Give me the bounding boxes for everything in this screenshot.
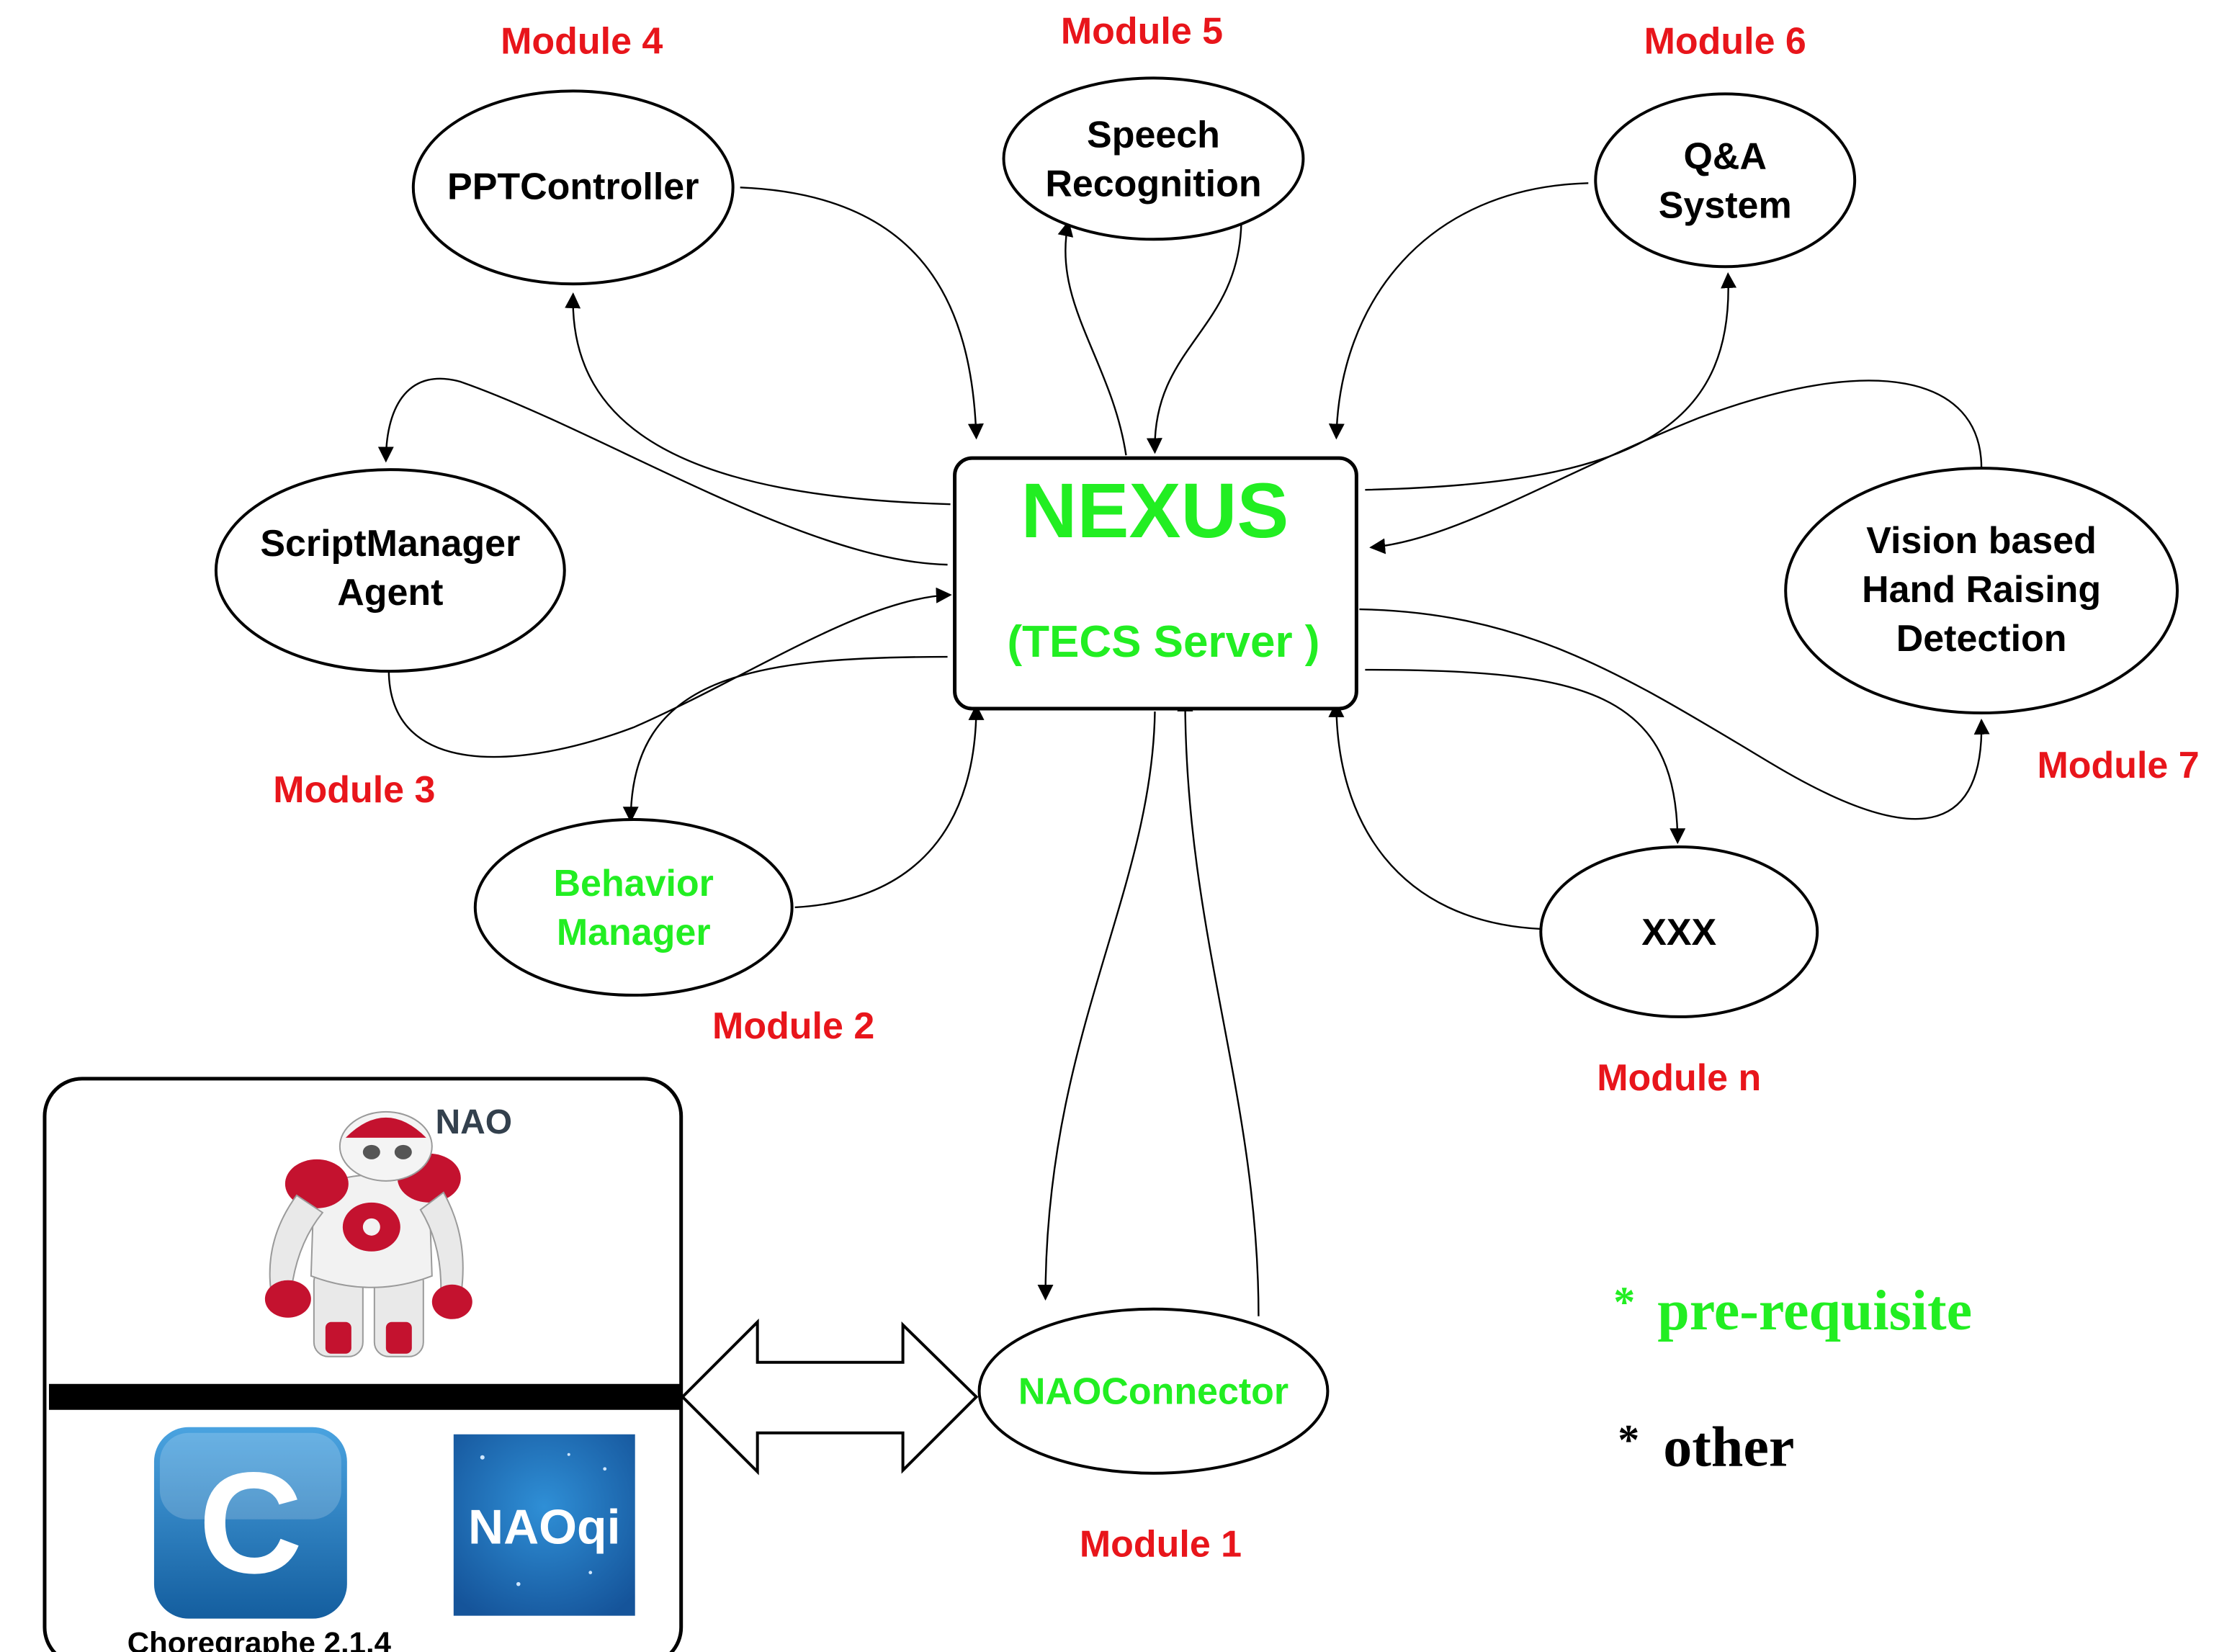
scriptmanager-module-tag: Module 3 <box>273 769 435 811</box>
arrow-scriptmanager-to-nexus <box>387 587 952 758</box>
arrow-ppt-to-nexus <box>740 187 984 440</box>
qa-node <box>1594 92 1857 269</box>
naoconnector-label: NAOConnector <box>1018 1371 1288 1413</box>
arrow-xxx-to-nexus <box>1328 701 1541 930</box>
xxx-node <box>1539 845 1819 1018</box>
arrow-nexus-to-scriptmanager <box>377 377 948 566</box>
double-arrow-robot-connector <box>680 1318 979 1476</box>
xxx-module-tag: Module n <box>1597 1057 1761 1099</box>
nexus-title: NEXUS <box>1021 467 1289 554</box>
robot-panel: NAO C Choregraphe 2.1.4 NAOqi <box>42 1077 684 1652</box>
nao-logo-text: NAO <box>435 1103 512 1141</box>
arrow-naoconnector-to-nexus <box>1177 695 1260 1316</box>
arrow-nexus-to-behavior <box>622 655 948 823</box>
speech-label-line2: Recognition <box>1045 163 1261 205</box>
naoconnector-node <box>977 1307 1330 1475</box>
choregraphe-app-icon: C <box>153 1427 347 1619</box>
arrow-nexus-to-speech <box>1057 220 1127 456</box>
nao-robot-image <box>264 1110 472 1357</box>
module-vision: Vision based Hand Raising Detection Modu… <box>1784 467 2200 786</box>
module-xxx: XXX Module n <box>1539 845 1819 1099</box>
arrow-nexus-to-xxx <box>1365 668 1686 845</box>
module-ppt: PPTController Module 4 <box>411 20 735 286</box>
ppt-module-tag: Module 4 <box>501 20 663 62</box>
legend-prerequisite-star: * <box>1613 1278 1635 1326</box>
vision-label-line2: Hand Raising <box>1862 569 2101 611</box>
module-naoconnector: NAOConnector Module 1 <box>977 1307 1330 1566</box>
xxx-label: XXX <box>1641 912 1716 953</box>
vision-label-line3: Detection <box>1896 618 2067 660</box>
arrow-speech-to-nexus <box>1146 223 1242 454</box>
behavior-node <box>473 818 794 997</box>
arrow-behavior-to-nexus <box>794 704 985 909</box>
behavior-module-tag: Module 2 <box>712 1005 874 1047</box>
nexus-subtitle: (TECS Server ) <box>1008 617 1320 667</box>
vision-node <box>1784 467 2179 715</box>
qa-module-tag: Module 6 <box>1644 20 1806 62</box>
choregraphe-caption: Choregraphe 2.1.4 <box>127 1626 392 1652</box>
module-behavior: Behavior Manager Module 2 <box>473 818 874 1047</box>
speech-module-tag: Module 5 <box>1061 10 1223 52</box>
legend-other-star: * <box>1618 1417 1639 1464</box>
robot-panel-divider <box>48 1383 680 1410</box>
nexus-server-box: NEXUS (TECS Server ) <box>953 456 1358 711</box>
connectors <box>355 182 1990 1533</box>
ppt-label: PPTController <box>447 166 699 207</box>
scriptmanager-label-line2: Agent <box>337 572 443 614</box>
vision-module-tag: Module 7 <box>2037 745 2199 786</box>
choregraphe-letter: C <box>199 1443 302 1604</box>
module-qa: Q&A System Module 6 <box>1594 20 1857 269</box>
naoqi-logo-icon: NAOqi <box>453 1434 635 1616</box>
behavior-label-line2: Manager <box>557 912 711 953</box>
scriptmanager-node <box>214 468 566 673</box>
vision-label-line1: Vision based <box>1866 520 2097 562</box>
legend-other-text: other <box>1663 1416 1794 1479</box>
scriptmanager-label-line1: ScriptManager <box>260 523 520 565</box>
legend-prerequisite-text: pre-requisite <box>1657 1279 1972 1342</box>
arrow-nexus-to-qa <box>1365 272 1737 491</box>
ppt-node <box>411 89 735 286</box>
qa-label-line2: System <box>1659 184 1792 226</box>
module-speech: Speech Recognition Module 5 <box>1002 10 1305 241</box>
nexus-frame <box>953 456 1358 711</box>
behavior-label-line1: Behavior <box>554 863 714 904</box>
legend: * pre-requisite * other <box>1613 1278 1972 1479</box>
module-scriptmanager: ScriptManager Agent Module 3 <box>214 468 566 811</box>
speech-label-line1: Speech <box>1087 114 1220 156</box>
arrow-nexus-to-ppt <box>565 292 951 506</box>
speech-node <box>1002 76 1305 241</box>
qa-label-line1: Q&A <box>1683 135 1766 177</box>
arrow-nexus-to-vision <box>1359 608 1990 820</box>
arrow-qa-to-nexus <box>1328 182 1589 440</box>
arrow-vision-to-nexus <box>1369 380 1983 555</box>
naoqi-logo-text: NAOqi <box>468 1500 620 1555</box>
naoconnector-module-tag: Module 1 <box>1080 1524 1242 1566</box>
arrow-nexus-to-naoconnector <box>1037 711 1156 1301</box>
